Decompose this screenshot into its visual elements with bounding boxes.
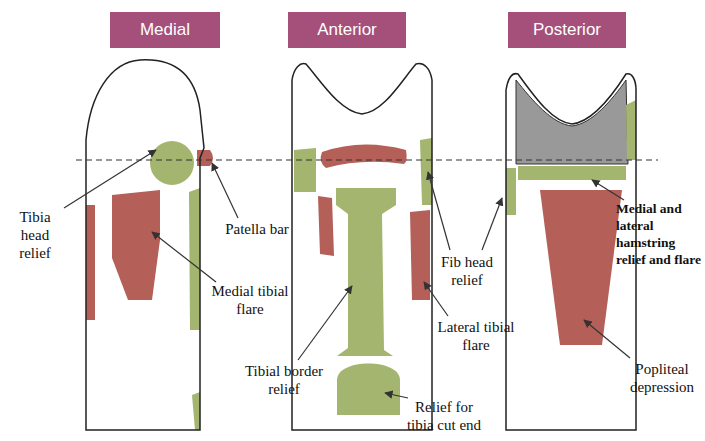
view-header: Posterior (508, 12, 626, 48)
part-label: Tibia head relief (4, 208, 66, 262)
part-label: Relief for tibia cut end (404, 398, 484, 434)
part-label: Popliteal depression (622, 360, 702, 396)
view-header: Anterior (288, 12, 406, 48)
leader-lines (64, 150, 630, 398)
posterior-view (506, 74, 636, 430)
header-text: Anterior (317, 20, 377, 40)
part-label: Fib head relief (436, 253, 498, 289)
cut-line (76, 160, 658, 161)
part-label: Tibial border relief (236, 362, 332, 398)
part-label: Medial and lateral hamstring relief and … (616, 200, 702, 268)
part-label: Medial tibial flare (204, 282, 296, 318)
part-label: Lateral tibial flare (434, 318, 518, 354)
part-label: Patella bar (224, 220, 290, 238)
medial-view (86, 60, 213, 430)
header-text: Posterior (533, 20, 601, 40)
view-header: Medial (110, 12, 220, 48)
header-text: Medial (140, 20, 190, 40)
